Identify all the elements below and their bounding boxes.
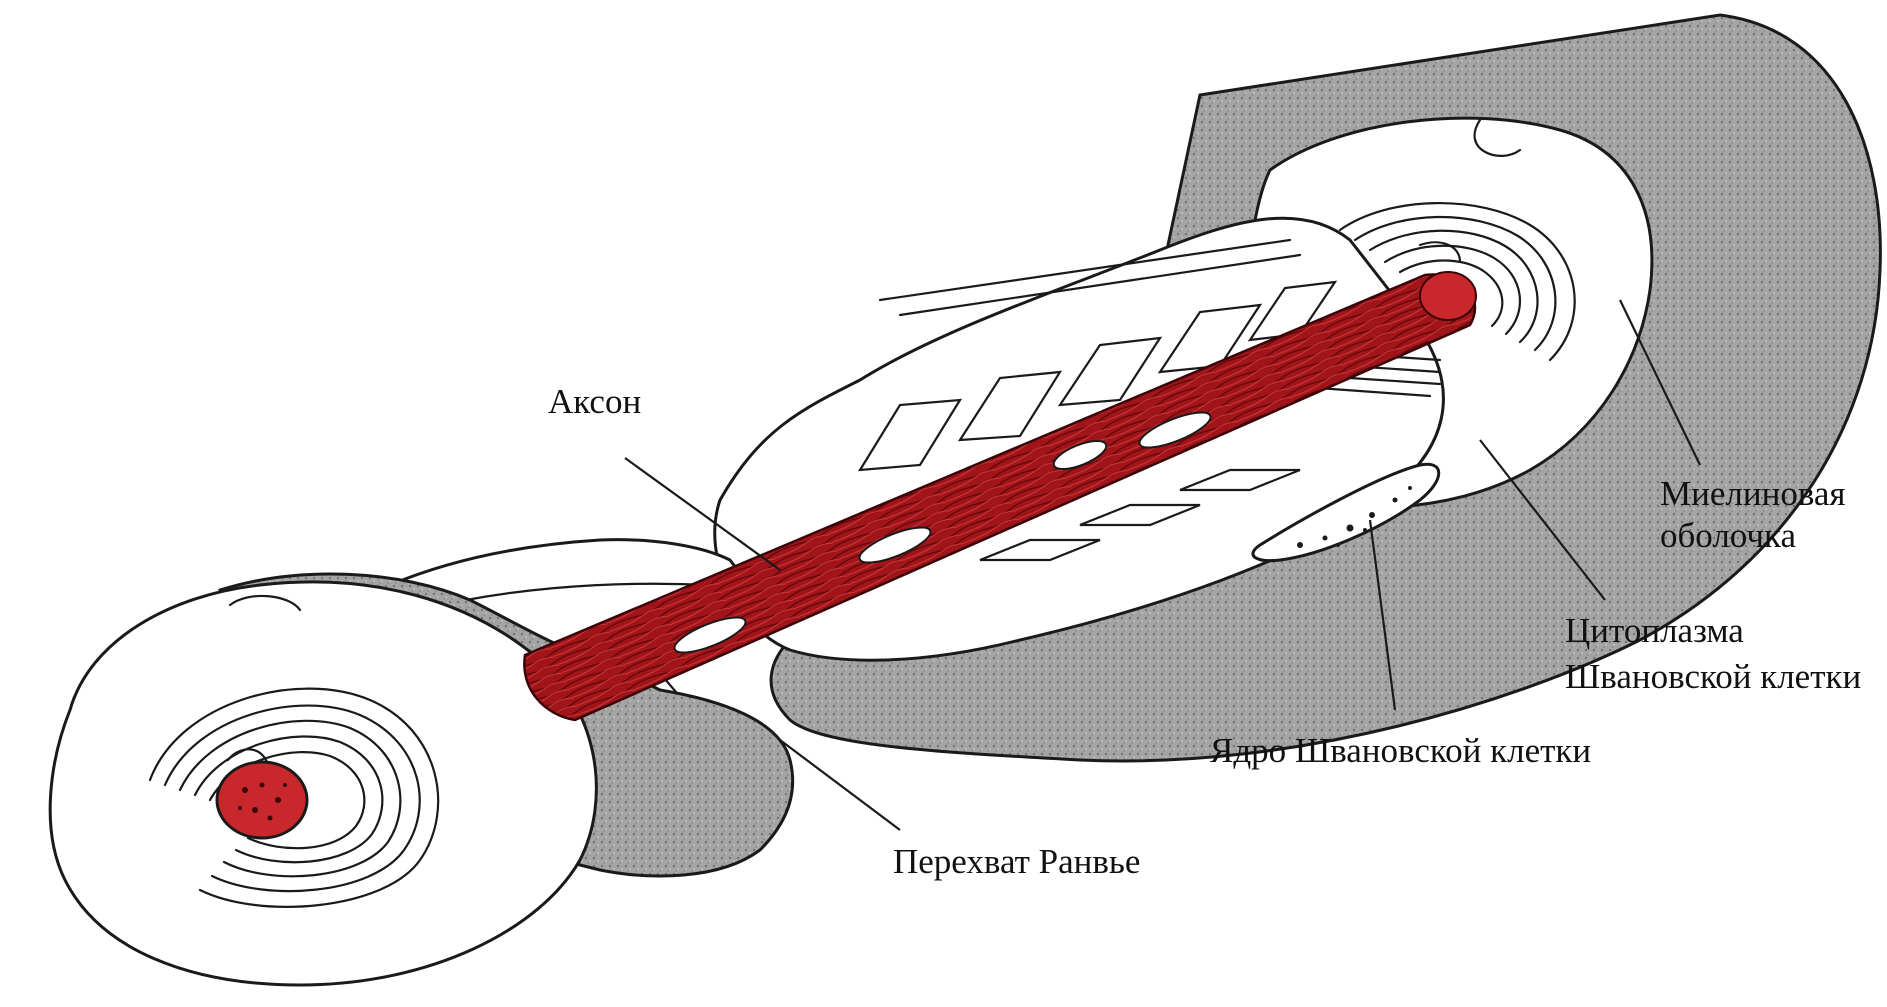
axon-cross-section: [217, 762, 307, 838]
node-leader: [780, 740, 900, 830]
left-myelin-cut-face: [50, 582, 596, 985]
myelin-label-line2: оболочка: [1660, 516, 1796, 555]
cytoplasm-label-line1: Цитоплазма: [1565, 611, 1744, 650]
cytoplasm-label-line2: Швановской клетки: [1565, 657, 1861, 696]
nucleus-label: Ядро Швановской клетки: [1210, 731, 1591, 770]
myelin-label-line1: Миелиновая: [1660, 474, 1846, 513]
axon-label: Аксон: [548, 382, 641, 421]
node-label: Перехват Ранвье: [893, 842, 1140, 881]
